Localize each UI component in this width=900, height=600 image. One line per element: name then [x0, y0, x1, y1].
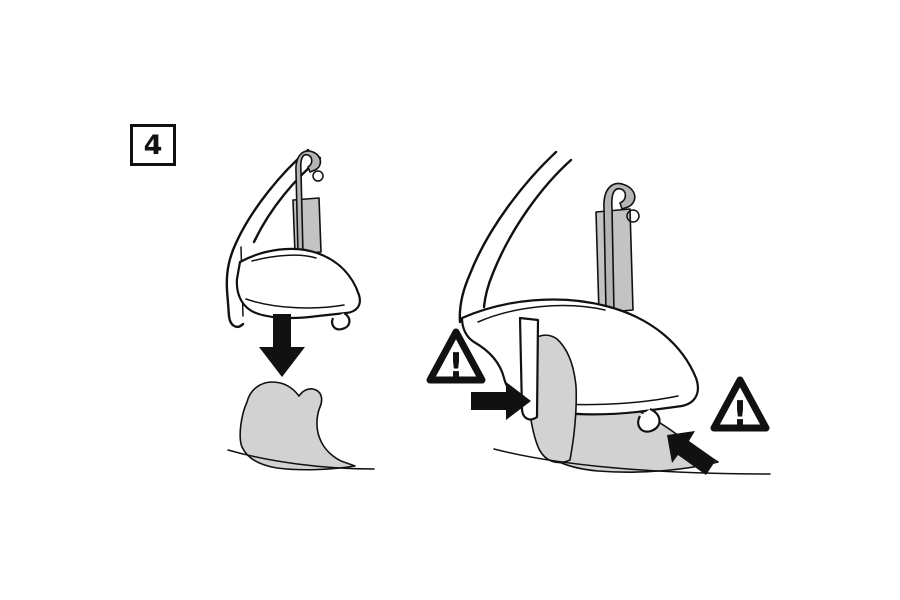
warning-left: ! — [426, 328, 531, 420]
foot-top-line — [251, 254, 317, 262]
pillar-outer-line — [458, 150, 558, 324]
right-roof-pillar — [458, 150, 573, 324]
door-frame-pad — [239, 381, 356, 471]
warning-right: ! — [667, 376, 770, 475]
foot-pad-line — [245, 298, 345, 309]
step-number-box: 4 — [130, 124, 176, 166]
right-illustration: ! ! — [426, 150, 771, 475]
pillar-inner-line — [482, 158, 573, 309]
rod-with-hook — [295, 150, 322, 255]
right-tension-rod — [595, 182, 640, 314]
warning-triangle-icon — [710, 376, 770, 432]
clamp-strap — [518, 316, 540, 421]
left-tension-rod — [292, 150, 324, 255]
arrow-right-icon — [471, 382, 531, 420]
door-frame-hump — [525, 334, 578, 464]
rod-wire-curl — [312, 170, 324, 182]
foot-top-line — [477, 304, 606, 323]
warning-exclamation: ! — [732, 394, 748, 434]
arrow-up-left-icon — [667, 431, 716, 475]
foot-hook-claw — [331, 312, 351, 331]
warning-triangle-icon — [426, 328, 486, 384]
left-door-frame — [227, 381, 375, 471]
rod-with-hook — [603, 182, 636, 313]
down-arrow-icon — [259, 314, 305, 377]
rod-wire-curl — [626, 209, 640, 223]
body-baseline — [227, 449, 375, 470]
step-number: 4 — [143, 129, 163, 161]
left-illustration — [225, 148, 375, 471]
foot-body — [235, 247, 361, 320]
warning-exclamation: ! — [448, 346, 464, 386]
pillar-outer-line — [225, 148, 310, 328]
foot-hook-claw — [637, 407, 661, 433]
body-baseline — [493, 448, 771, 475]
left-clamp-foot — [235, 247, 361, 331]
